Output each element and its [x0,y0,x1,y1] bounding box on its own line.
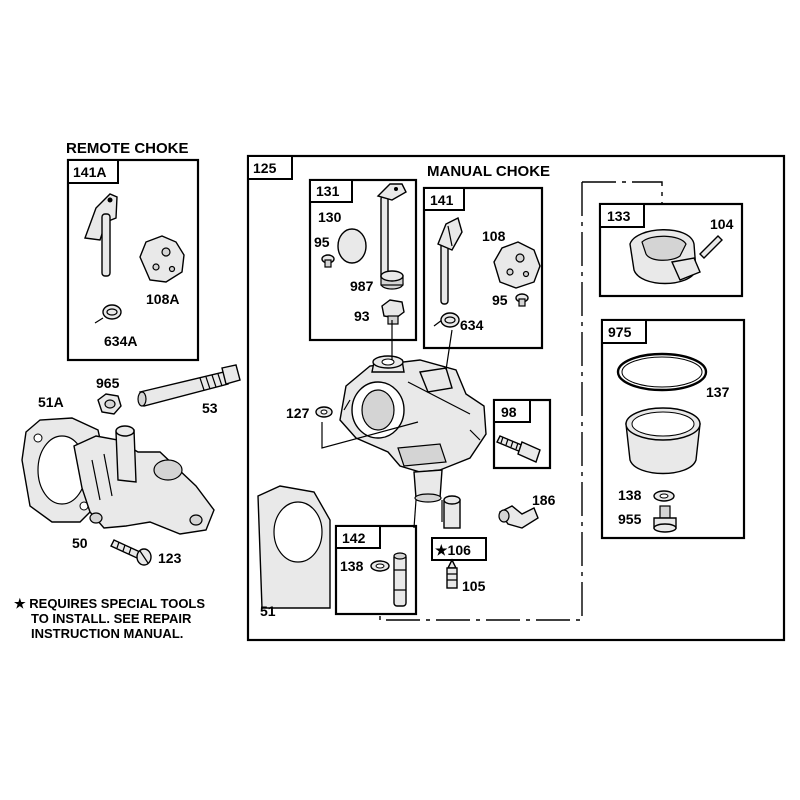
label-95b: 95 [492,292,508,308]
box-label-142: 142 [342,530,366,546]
jet-part [443,495,461,529]
box-141A: 141A 108A 634A [66,158,200,362]
leader-lines [321,320,471,529]
label-634A: 634A [104,333,137,349]
box-label-141A: 141A [73,164,106,180]
pin-part-104 [699,235,723,259]
gasket-ring-part-137 [616,352,708,392]
label-108: 108 [482,228,506,244]
label-634: 634 [460,317,484,333]
choke-shaft-part-141 [437,216,463,305]
note-line-2: TO INSTALL. SEE REPAIR [31,611,192,626]
label-955: 955 [618,511,642,527]
manual-choke-title: MANUAL CHOKE [427,163,550,180]
box-label-125: 125 [253,160,277,176]
label-965: 965 [96,375,120,391]
box-label-98: 98 [501,404,517,420]
float-bowl-part [625,407,701,475]
guide-line-float [379,182,583,621]
fitting-part-93 [381,299,405,325]
spring-part-634 [433,312,460,328]
label-127: 127 [286,405,310,421]
box-label-141: 141 [430,192,454,208]
note-line-3: INSTRUCTION MANUAL. [31,626,183,641]
intake-elbow-part-50 [73,425,215,535]
remote-choke-title: REMOTE CHOKE [66,140,189,157]
label-186: 186 [532,492,556,508]
carburetor-body-part [339,355,487,503]
box-label-131: 131 [316,183,340,199]
bowl-nut-part-955 [653,505,677,533]
label-987: 987 [350,278,374,294]
box-98: 98 [492,398,552,470]
needle-part-105 [446,558,458,589]
elbow-fitting-part-186 [498,505,539,529]
washer-hole [659,493,669,499]
box-label-133: 133 [607,208,631,224]
box-975: 975 137 138 955 [600,318,746,540]
label-50: 50 [72,535,88,551]
screw-part-123 [110,539,152,566]
box-label-975: 975 [608,324,632,340]
label-105: 105 [462,578,486,594]
box-131: 131 130 95 987 93 [308,178,418,342]
float-part-133 [629,229,701,285]
label-130: 130 [318,209,342,225]
screw-part-95a [321,254,335,268]
label-123: 123 [158,550,182,566]
throttle-plate-part [337,228,367,264]
idle-screw-part-98 [496,435,541,463]
label-51A: 51A [38,394,64,410]
washer-part-127 [315,406,333,418]
choke-shaft-part [84,193,118,277]
box-label-106: ★106 [435,542,471,558]
washer-hole-b [375,563,385,569]
nozzle-part-142 [393,552,407,607]
choke-plate-part [139,235,185,283]
label-108A: 108A [146,291,179,307]
label-53: 53 [202,400,218,416]
label-93: 93 [354,308,370,324]
choke-plate-part-141 [493,241,541,289]
note-line-1: ★ REQUIRES SPECIAL TOOLS [14,596,205,611]
gasket-ring-inner [621,356,703,388]
box-141: 141 108 95 634 [422,186,544,350]
stud-part-53 [137,364,241,407]
box-125: 125 [246,154,786,642]
gasket-part-51 [257,485,331,609]
label-51: 51 [260,603,276,619]
box-106: ★106 [431,537,487,561]
seal-part-987 [380,270,404,290]
throttle-shaft-part [376,183,407,281]
box-133: 133 104 [598,202,744,298]
screw-part-95b [515,293,529,307]
spring-part-634A [94,304,122,324]
label-138b: 138 [340,558,364,574]
guide-line-133 [582,181,663,204]
nut-part-965 [97,393,122,415]
label-138a: 138 [618,487,642,503]
box-142: 142 138 [334,524,418,616]
label-104: 104 [710,216,734,232]
label-95a: 95 [314,234,330,250]
label-137: 137 [706,384,730,400]
